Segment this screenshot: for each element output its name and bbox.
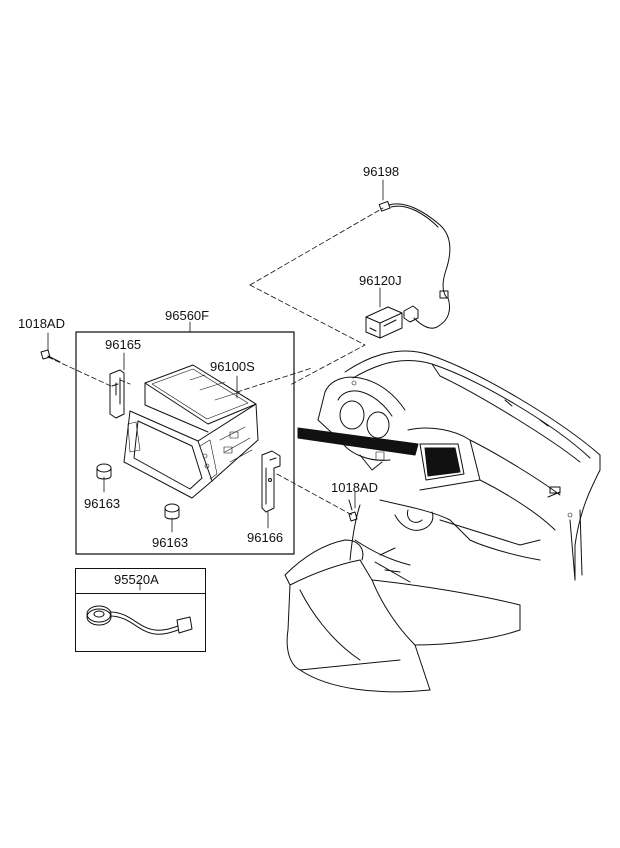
microphone-icon[interactable] [86,605,193,635]
knob-icon[interactable] [164,503,180,520]
part-label-bracket-left[interactable]: 96165 [105,337,142,352]
part-label-bracket-right[interactable]: 96166 [247,530,284,545]
assembly-box-frame [75,331,295,555]
leader-lines [47,179,384,591]
screw-icon[interactable] [348,499,358,522]
part-label-antenna-module[interactable]: 96120J [359,273,402,288]
part-label-head-unit-assembly[interactable]: 96560F [165,308,210,323]
part-label-screw-left[interactable]: 1018AD [18,316,65,331]
dashed-leader-lines [47,207,384,516]
microphone-box-header [76,569,205,594]
part-label-knob-upper[interactable]: 96163 [84,496,121,511]
part-label-antenna-cable[interactable]: 96198 [363,164,400,179]
head-unit-icon[interactable] [123,364,259,499]
screw-icon[interactable] [40,349,61,363]
part-label-screw-right[interactable]: 1018AD [331,480,378,495]
part-label-knob-lower[interactable]: 96163 [152,535,189,550]
part-label-av-unit[interactable]: 96100S [210,359,255,374]
antenna-module-icon[interactable] [365,305,419,339]
bracket-icon[interactable] [109,369,125,419]
bracket-icon[interactable] [261,450,281,513]
part-label-microphone[interactable]: 95520A [114,572,159,587]
cable-icon[interactable] [378,200,451,329]
dashboard-icon [284,350,601,693]
microphone-box [75,568,206,652]
